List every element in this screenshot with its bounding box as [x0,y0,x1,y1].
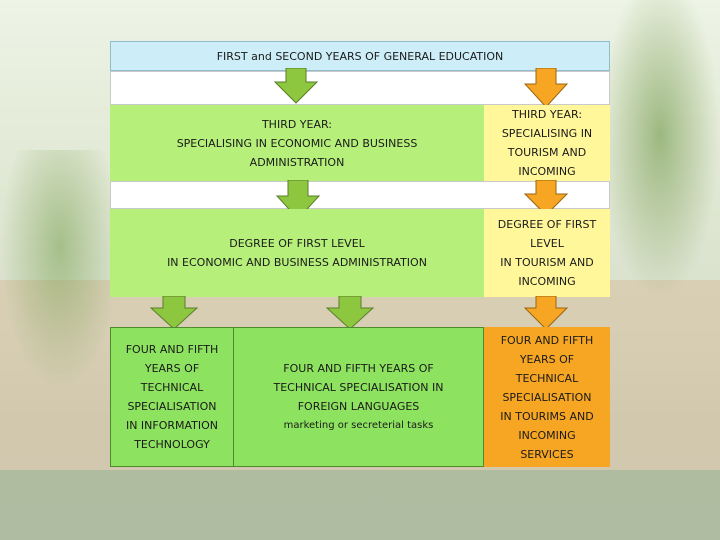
third-year-tourism-line: TOURISM AND [507,146,587,159]
background-ground [0,470,720,540]
specialisation-languages-line: FOREIGN LANGUAGES [297,400,420,413]
degree-economics-box: DEGREE OF FIRST LEVEL IN ECONOMIC AND BU… [110,209,484,297]
degree-tourism-box: DEGREE OF FIRST LEVEL IN TOURISM AND INC… [484,209,610,297]
background-tree-right [600,0,720,300]
specialisation-tourism-line: YEARS OF [519,352,575,366]
arrow-down-icon [276,180,320,220]
degree-tourism-line: LEVEL [530,237,564,250]
third-year-tourism-line: THIRD YEAR: [511,108,583,121]
arrow-down-icon [524,296,568,330]
arrow-down-icon [150,296,198,330]
general-education-box: FIRST and SECOND YEARS OF GENERAL EDUCAT… [110,41,610,71]
specialisation-tourism-line: SERVICES [520,447,574,461]
arrow-down-icon [524,68,568,108]
specialisation-it-line: SPECIALISATION [127,400,217,413]
third-year-tourism-line: INCOMING [518,165,576,178]
third-year-economics-line: THIRD YEAR: [261,117,333,131]
third-year-economics-line: SPECIALISING IN ECONOMIC AND BUSINESS [176,136,418,150]
third-year-economics-line: ADMINISTRATION [249,155,345,169]
specialisation-it-line: TECHNICAL [140,381,204,394]
degree-tourism-line: INCOMING [518,275,576,288]
specialisation-tourism-line: IN TOURIMS AND [500,409,594,423]
specialisation-it-line: FOUR AND FIFTH [125,343,219,356]
degree-tourism-line: IN TOURISM AND [500,256,594,269]
connector-strip-top [110,71,610,105]
specialisation-it-line: TECHNOLOGY [134,438,210,451]
arrow-down-icon [274,68,318,104]
arrow-down-icon [326,296,374,330]
specialisation-tourism-line: FOUR AND FIFTH [500,333,594,347]
specialisation-languages-line: FOUR AND FIFTH YEARS OF [283,362,434,375]
background-tree-left [0,150,120,390]
specialisation-it-line: IN INFORMATION [125,419,219,432]
specialisation-it-line: YEARS OF [144,362,200,375]
specialisation-languages-line: marketing or secreterial tasks [283,420,434,431]
degree-tourism-line: DEGREE OF FIRST [497,218,597,231]
specialisation-tourism-line: INCOMING [518,428,576,442]
degree-economics-line: IN ECONOMIC AND BUSINESS ADMINISTRATION [167,256,427,269]
specialisation-tourism-line: TECHNICAL [515,371,579,385]
third-year-economics-box: THIRD YEAR: SPECIALISING IN ECONOMIC AND… [110,105,484,181]
specialisation-tourism-line: SPECIALISATION [502,390,592,404]
specialisation-languages-line: TECHNICAL SPECIALISATION IN [273,381,444,394]
general-education-title: FIRST and SECOND YEARS OF GENERAL EDUCAT… [216,49,504,63]
specialisation-it-box: FOUR AND FIFTH YEARS OF TECHNICAL SPECIA… [110,327,234,467]
degree-economics-line: DEGREE OF FIRST LEVEL [229,237,365,250]
arrow-down-icon [524,180,568,216]
specialisation-tourism-box: FOUR AND FIFTH YEARS OF TECHNICAL SPECIA… [484,327,610,467]
third-year-tourism-box: THIRD YEAR: SPECIALISING IN TOURISM AND … [484,105,610,181]
third-year-tourism-line: SPECIALISING IN [501,127,593,140]
specialisation-languages-box: FOUR AND FIFTH YEARS OF TECHNICAL SPECIA… [234,327,484,467]
